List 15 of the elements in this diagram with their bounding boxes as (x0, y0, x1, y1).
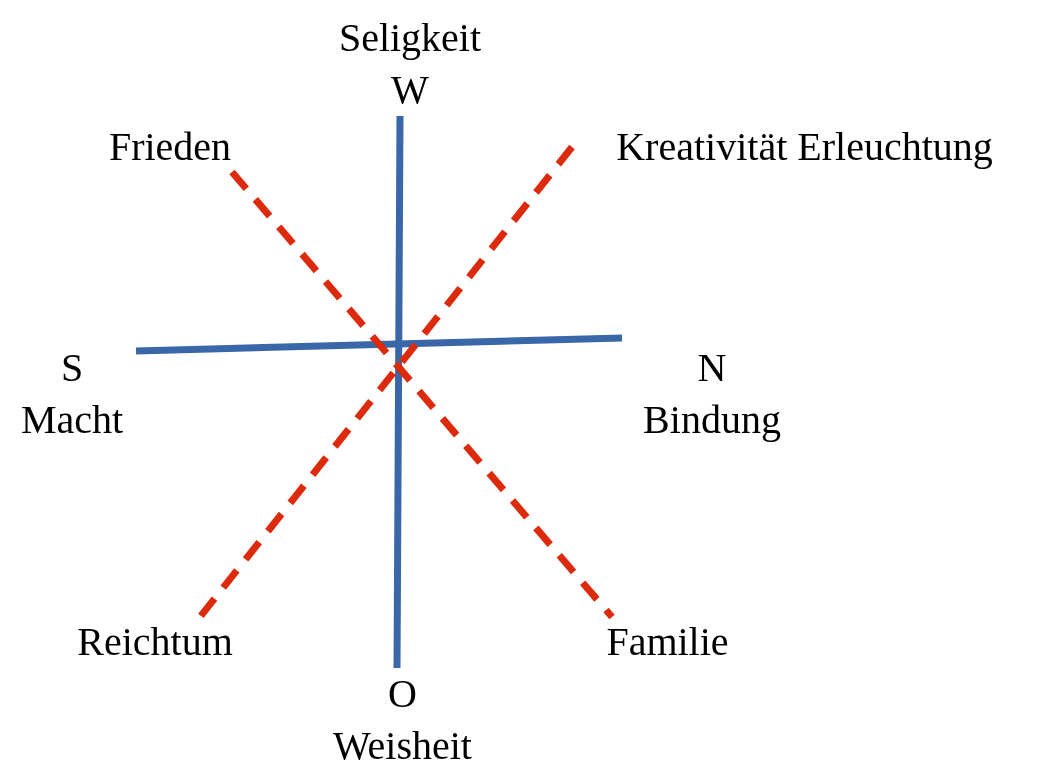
axis-label: N (697, 344, 727, 392)
axis-line (135, 334, 623, 355)
axis-label: W (391, 66, 429, 114)
dashed-line (197, 144, 575, 620)
axis-label: Reichtum (77, 618, 233, 666)
dashed-line (229, 169, 615, 620)
axis-label: Seligkeit (338, 14, 482, 62)
axis-label: O (388, 670, 417, 718)
axis-label: Familie (606, 618, 729, 666)
axis-label: Macht (20, 396, 124, 444)
axis-label: Weisheit (333, 722, 472, 769)
axis-label: Frieden (108, 123, 232, 171)
axis-label: Bindung (643, 396, 781, 444)
axis-label: Kreativität Erleuchtung (616, 123, 993, 171)
axis-label: S (60, 344, 84, 392)
